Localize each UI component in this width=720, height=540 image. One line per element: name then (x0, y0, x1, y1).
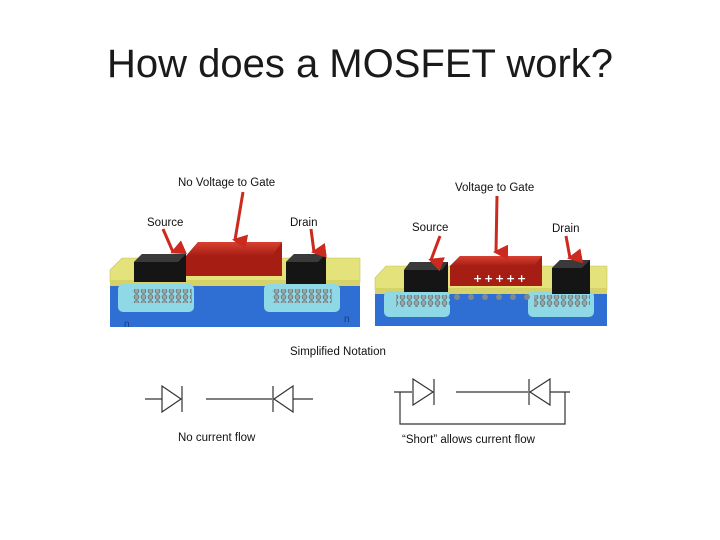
left-source-arrow (161, 228, 187, 255)
left-mosfet (109, 191, 361, 327)
svg-text:+: + (484, 272, 493, 285)
left-drain-arrow (309, 228, 327, 258)
right-diode-circuit (394, 377, 570, 425)
svg-text:+: + (473, 272, 482, 285)
svg-text:+: + (517, 272, 526, 285)
left-diode-2 (272, 384, 294, 414)
left-gate-caption: No Voltage to Gate (178, 177, 276, 189)
right-source-arrow (428, 235, 445, 272)
right-diode-2 (528, 377, 551, 407)
right-source-label: Source (412, 222, 449, 234)
short-wire (399, 392, 566, 425)
left-drain-label: Drain (290, 217, 318, 229)
left-gate-arrow (232, 191, 249, 250)
slide-title: How does a MOSFET work? (106, 42, 614, 86)
left-diode-1 (161, 384, 183, 414)
left-substrate-label: n (124, 319, 130, 330)
right-mosfet: + + + + + (374, 195, 608, 326)
notation-heading: Simplified Notation (290, 346, 386, 358)
left-notation-caption: No current flow (178, 432, 256, 444)
right-drain-label: Drain (552, 223, 580, 235)
right-notation-caption: “Short” allows current flow (402, 434, 535, 446)
right-diode-1 (412, 377, 435, 407)
right-gate-arrow (493, 195, 509, 260)
gate-charges: + + + + + (473, 272, 526, 285)
left-diode-circuit (145, 384, 313, 414)
right-gate-caption: Voltage to Gate (455, 182, 535, 194)
right-substrate-label: n (344, 314, 350, 325)
channel-electrons (454, 294, 530, 300)
svg-text:+: + (506, 272, 515, 285)
left-source-label: Source (147, 217, 184, 229)
svg-text:+: + (495, 272, 504, 285)
right-drain-arrow (564, 235, 584, 264)
